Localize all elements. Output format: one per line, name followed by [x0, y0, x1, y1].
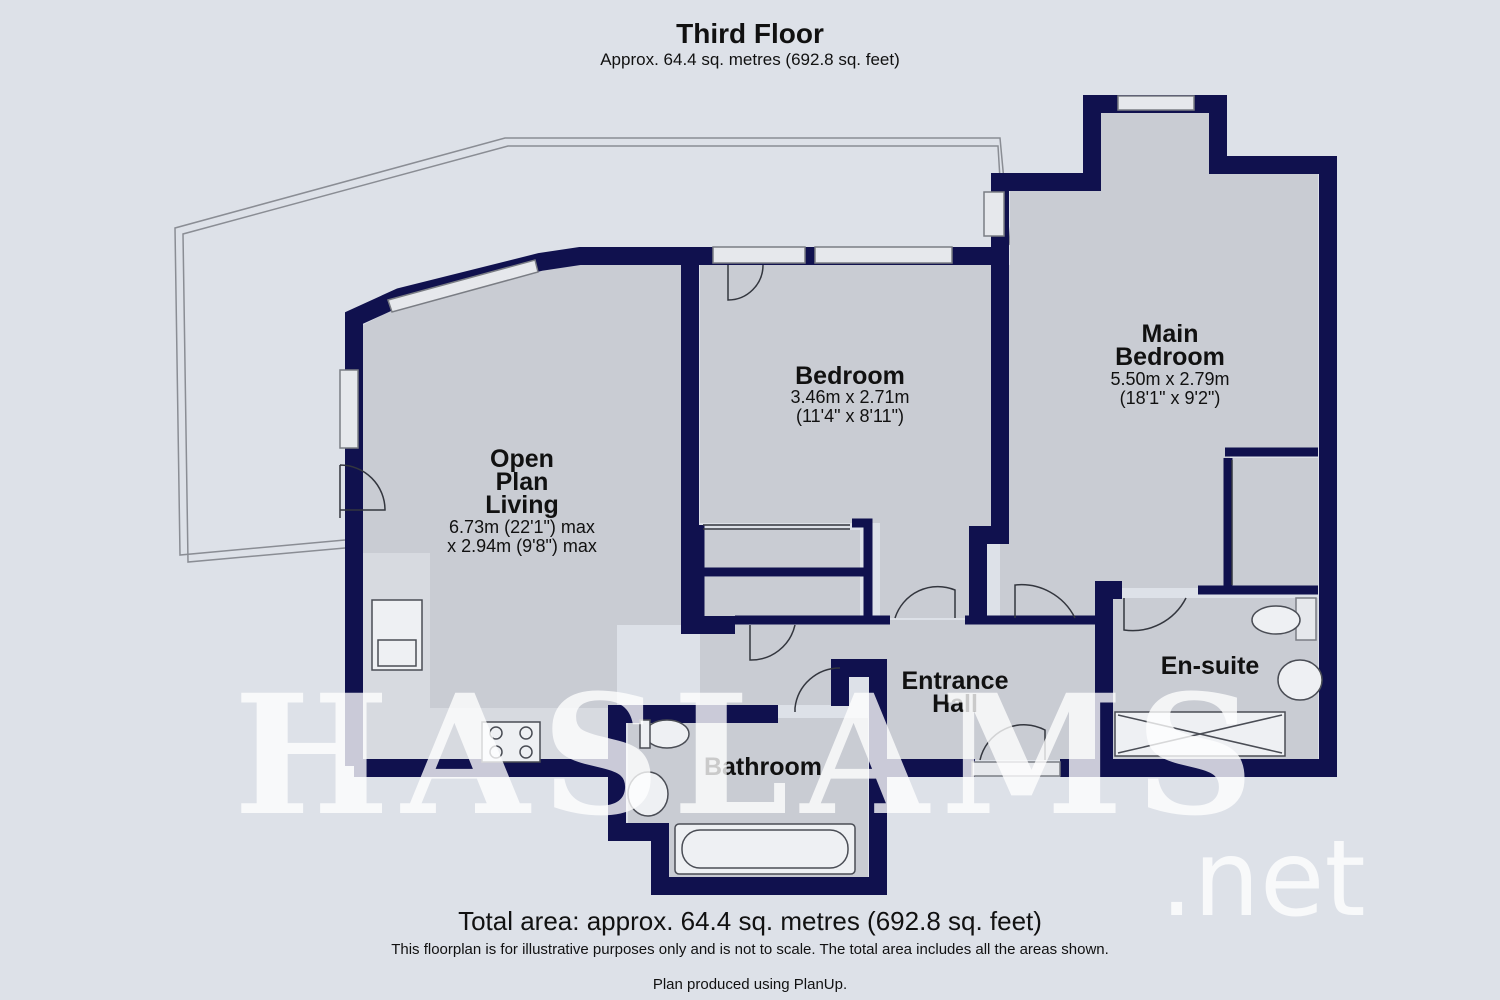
- room-bedroom-dims: 3.46m x 2.71m (11'4" x 8'11"): [740, 388, 960, 426]
- main-bedroom-name-line: Bedroom: [1115, 343, 1225, 371]
- floor-area: Approx. 64.4 sq. metres (692.8 sq. feet): [600, 50, 900, 69]
- wardrobe-floor: [1230, 458, 1318, 588]
- room-living-name: Open Plan Living: [460, 445, 584, 519]
- floor-title: Third Floor: [676, 18, 824, 49]
- inner-walls: [695, 447, 1318, 625]
- bedroom-dim-1: 3.46m x 2.71m: [790, 387, 910, 407]
- balcony-outline: [174, 137, 1011, 563]
- room-living-dims: 6.73m (22'1") max x 2.94m (9'8") max: [392, 518, 652, 556]
- total-area: Total area: approx. 64.4 sq. metres (692…: [458, 906, 1042, 936]
- entrance-name-line: Hall: [932, 690, 978, 718]
- bedroom-floor: [700, 265, 1000, 618]
- basin-ensuite: [1277, 659, 1323, 701]
- fixtures: [371, 599, 1323, 875]
- living-dim-2: x 2.94m (9'8") max: [447, 536, 597, 556]
- disclaimer: This floorplan is for illustrative purpo…: [391, 941, 1109, 958]
- living-name-line: Open: [490, 445, 554, 473]
- main-bedroom-floor: [1000, 112, 1318, 618]
- cupboard-floor: [700, 530, 860, 568]
- plan-credit: Plan produced using PlanUp.: [652, 976, 848, 993]
- windows: [339, 95, 1317, 777]
- living-name-line: Plan: [495, 468, 549, 496]
- walls: [345, 95, 1337, 895]
- living-dim-1: 6.73m (22'1") max: [449, 517, 595, 537]
- watermark-brand: HASLAMS: [233, 658, 1267, 852]
- room-ensuite-name: En-suite: [1160, 652, 1260, 680]
- entrance-name-line: Entrance: [901, 667, 1009, 695]
- doors: [339, 264, 1233, 761]
- main-bedroom-wall: [991, 95, 1337, 777]
- living-name-line: Living: [485, 491, 559, 519]
- cupboard2-floor: [700, 577, 860, 617]
- living-floor: [363, 265, 687, 708]
- entrance-floor: [700, 620, 1100, 760]
- room-fills: [363, 112, 1318, 878]
- room-main-bedroom-dims: 5.50m x 2.79m (18'1" x 9'2"): [1060, 370, 1280, 408]
- room-entrance-name: Entrance Hall: [860, 667, 1050, 718]
- room-bedroom-name: Bedroom: [795, 362, 905, 390]
- room-bathroom-name: Bathroom: [703, 753, 823, 781]
- main-bedroom-dim-1: 5.50m x 2.79m: [1110, 369, 1230, 389]
- bedroom-dim-2: (11'4" x 8'11"): [795, 406, 905, 426]
- toilet-ensuite: [1251, 605, 1301, 635]
- watermark-suffix: .net: [1160, 818, 1366, 940]
- room-main-bedroom-name: Main Bedroom: [1060, 320, 1280, 371]
- living-outer-wall: [345, 247, 735, 766]
- main-bedroom-name-line: Main: [1141, 320, 1199, 348]
- main-bedroom-dim-2: (18'1" x 9'2"): [1119, 388, 1221, 408]
- basin-bath: [627, 771, 669, 817]
- bathroom-wall: [608, 714, 887, 895]
- bathroom-top-wall-right: [831, 659, 887, 760]
